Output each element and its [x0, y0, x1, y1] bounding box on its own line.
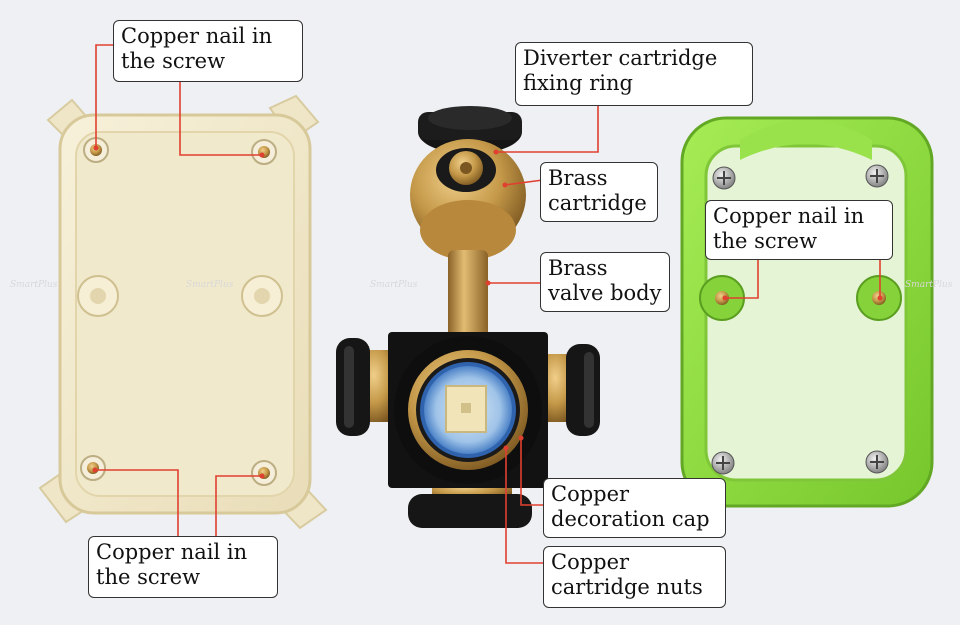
callout-line: valve body	[548, 281, 662, 305]
callout-line: cartridge nuts	[551, 575, 703, 599]
leader-dots	[92, 145, 883, 479]
green-frame	[680, 116, 934, 508]
leader-lines	[95, 44, 881, 564]
callout-line: fixing ring	[523, 71, 633, 95]
beige-mounting-box	[38, 94, 328, 530]
callout-line: Copper nail in	[713, 204, 865, 228]
callout-copper-decoration-cap: Copper decoration cap	[543, 478, 726, 538]
mounting-post	[241, 275, 283, 317]
watermark: SmartPlus	[10, 280, 58, 290]
watermark: SmartPlus	[905, 280, 953, 290]
callout-line: Brass	[548, 256, 608, 280]
callout-line: the screw	[713, 229, 818, 253]
callout-copper-nail-bottom-left: Copper nail in the screw	[88, 536, 278, 598]
callout-line: Copper	[551, 482, 630, 506]
watermark: SmartPlus	[370, 280, 418, 290]
callout-line: decoration cap	[551, 507, 710, 531]
corner-screw	[865, 450, 889, 474]
copper-nail	[251, 460, 277, 486]
callout-line: Copper nail in	[96, 540, 248, 564]
callout-line: Diverter cartridge	[523, 46, 718, 70]
brass-valve	[336, 106, 600, 528]
callout-brass-cartridge: Brass cartridge	[540, 162, 658, 222]
corner-screw	[712, 166, 736, 190]
callout-copper-nail-top-left: Copper nail in the screw	[113, 20, 303, 82]
callout-line: cartridge	[548, 191, 647, 215]
callout-line: the screw	[96, 565, 201, 589]
corner-screw	[711, 451, 735, 475]
leader-line	[725, 258, 759, 299]
leader-line	[504, 179, 544, 186]
copper-nail	[699, 275, 745, 321]
leader-line	[95, 44, 113, 148]
leader-line	[505, 448, 543, 564]
leader-line	[496, 106, 599, 153]
callout-diverter-ring: Diverter cartridge fixing ring	[515, 42, 753, 106]
copper-nail	[251, 139, 277, 165]
leader-line	[95, 469, 179, 537]
callout-brass-valve-body: Brass valve body	[540, 252, 670, 312]
callout-line: Brass	[548, 166, 608, 190]
callout-line: the screw	[121, 49, 226, 73]
leader-line	[215, 475, 262, 537]
mounting-post	[77, 275, 119, 317]
leader-line	[179, 80, 262, 156]
watermark: SmartPlus	[186, 280, 234, 290]
corner-screw	[865, 164, 889, 188]
leader-line	[520, 438, 543, 506]
callout-copper-cartridge-nuts: Copper cartridge nuts	[543, 546, 726, 608]
callout-line: Copper	[551, 550, 630, 574]
copper-nail	[80, 455, 106, 481]
callout-line: Copper nail in	[121, 24, 273, 48]
callout-copper-nail-right: Copper nail in the screw	[705, 200, 893, 260]
